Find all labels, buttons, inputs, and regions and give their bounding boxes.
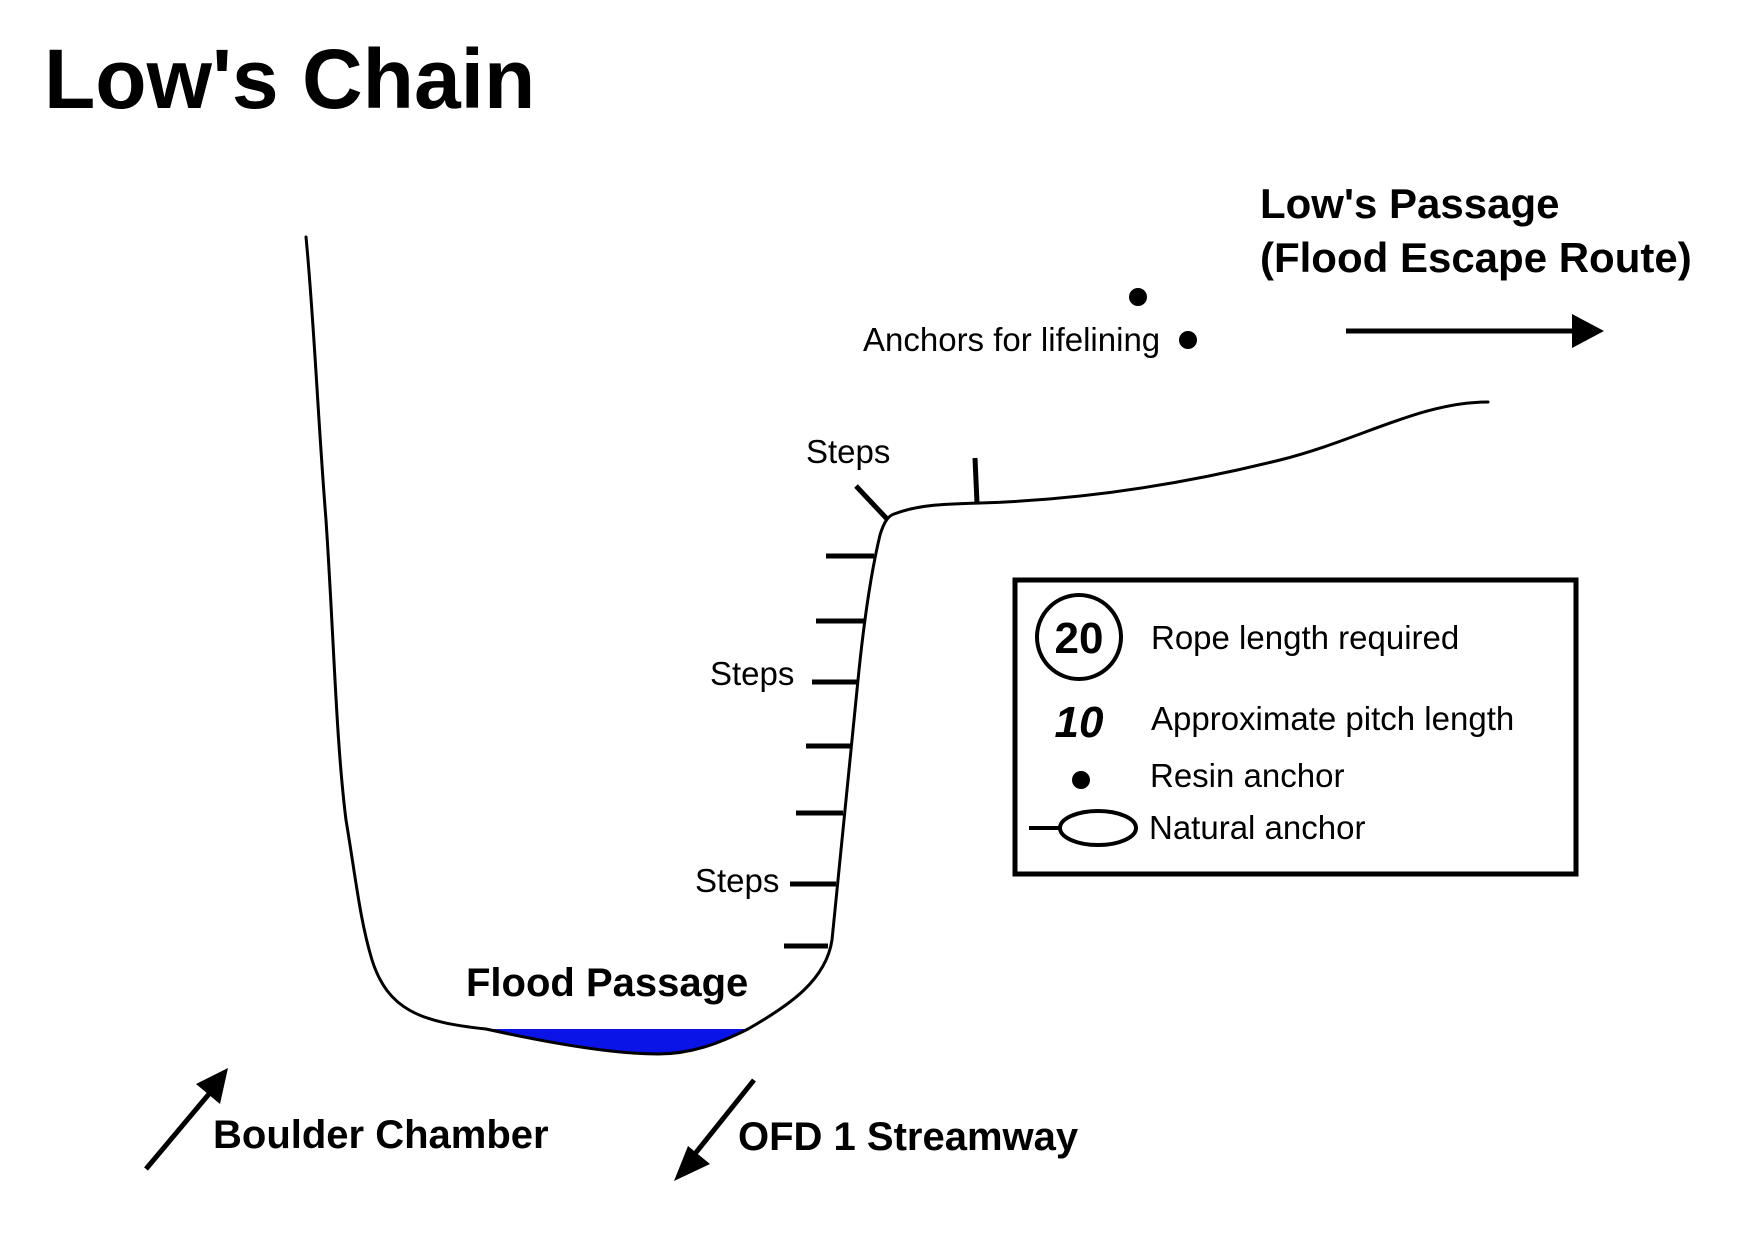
legend-natural-text: Natural anchor [1149,809,1365,846]
resin-anchor-dot-1 [1129,288,1147,306]
lows-passage-label: Low's Passage [1260,180,1559,227]
legend-resin-anchor: Resin anchor [1072,757,1344,794]
step-tick-8 [854,484,890,522]
legend-rope-length: 20 Rope length required [1035,593,1459,681]
arrow-right-icon [1346,314,1604,348]
boulder-chamber-label: Boulder Chamber [213,1113,549,1157]
legend-pitch-symbol: 10 [1055,698,1104,747]
flood-escape-route-label: (Flood Escape Route) [1260,234,1692,281]
legend-rope-symbol: 20 [1055,614,1104,663]
cave-profile-outline [304,235,1490,1056]
diagram-title: Low's Chain [44,32,535,126]
arrow-down-left-icon [674,1078,756,1181]
arrow-up-right-icon [144,1068,228,1171]
natural-anchor-loop-icon [1058,809,1138,847]
steps-label-bottom: Steps [695,862,779,899]
water-pool [486,1029,748,1054]
step-tick-9 [972,457,980,504]
rope-length-circle-icon [1035,593,1123,681]
resin-anchor-dot-2 [1179,331,1197,349]
flood-passage-label: Flood Passage [466,961,748,1005]
legend-resin-text: Resin anchor [1150,757,1344,794]
legend-box: 20 Rope length required 10 Approximate p… [1012,577,1579,877]
legend-pitch-text: Approximate pitch length [1151,700,1514,737]
anchors-lifelining-label: Anchors for lifelining [863,321,1160,358]
steps-label-middle: Steps [710,655,794,692]
resin-anchor-dot-icon [1072,771,1090,789]
legend-natural-anchor: Natural anchor [1029,809,1365,847]
steps-label-top: Steps [806,433,890,470]
legend-pitch-length: 10 Approximate pitch length [1055,698,1515,747]
legend-rope-text: Rope length required [1151,619,1459,656]
ofd1-streamway-label: OFD 1 Streamway [738,1115,1079,1159]
